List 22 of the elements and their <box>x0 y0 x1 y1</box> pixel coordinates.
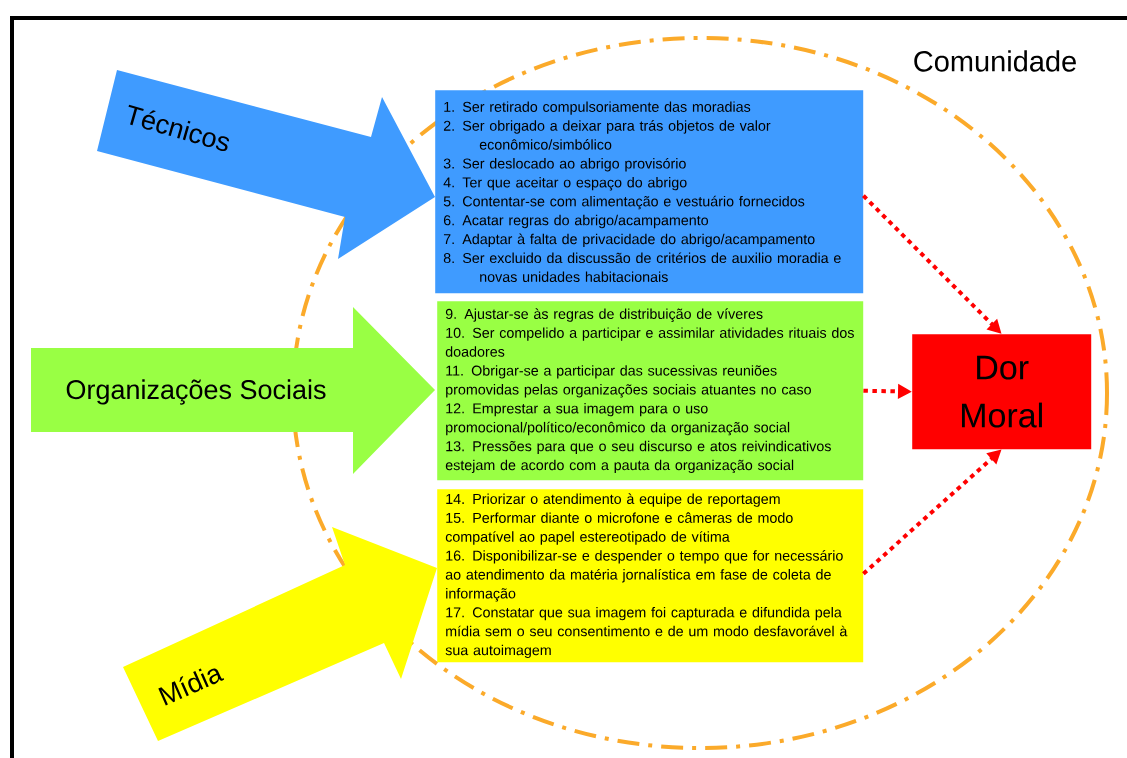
list-item: 2. Ser obrigado a deixar para trás objetos de valor econômico/simbólico <box>443 120 771 150</box>
list-item: 15. Performar diante o microfone e câmeras de modo compatível ao papel estereotipado de vítima <box>445 512 793 545</box>
list-item: 3. Ser deslocado ao abrigo provisório <box>443 157 686 172</box>
list-item: 4. Ter que aceitar o espaço do abrigo <box>443 177 687 191</box>
list-item: 9. Ajustar-se às regras de distribuição de víveres <box>445 308 763 322</box>
list-item: 1. Ser retirado compulsoriamente das moradias <box>444 101 751 115</box>
result-box: Dor Moral <box>912 334 1092 450</box>
text-box <box>435 90 864 294</box>
list-item: 5. Contentar-se com alimentação e vestuário fornecidos <box>443 195 805 210</box>
list-item: 17. Constatar que sua imagem foi capturada e difundida pela mídia sem o seu consentimento e de um modo desfavorável à sua autoimagem <box>445 606 848 659</box>
list-item: 14. Priorizar o atendimento à equipe de reportagem <box>446 493 780 507</box>
list-item: 8. Ser excluido da discussão de critérios de auxilio moradia e novas unidades habitacionais <box>443 252 841 282</box>
list-item: 11. Obrigar-se a participar das sucessivas reuniões promovidas pelas organizações sociais atuantes no caso <box>446 365 811 398</box>
list-item: 16. Disponibilizar-se e despender o tempo que for necessário ao atendimento da matéria jornalística em fase de coleta de informação <box>445 550 843 602</box>
list-item: 7. Adaptar à falta de privacidade do abrigo/acampamento <box>443 233 815 248</box>
list-item: 13. Pressões para que o seu discurso e atos reivindicativos estejam de acordo com a pauta da organização social <box>445 440 831 474</box>
ellipse-label: Comunidade <box>914 50 1076 72</box>
list-item: 6. Acatar regras do abrigo/acampamento <box>443 214 709 229</box>
text-box <box>437 489 864 663</box>
list-item: 12. Emprestar a sua imagem para o uso promocional/político/econômico da organização social <box>446 403 790 436</box>
list-item: 10. Ser compelido a participar e assimilar atividades rituais dos doadores <box>445 327 854 357</box>
text-box <box>437 301 864 481</box>
